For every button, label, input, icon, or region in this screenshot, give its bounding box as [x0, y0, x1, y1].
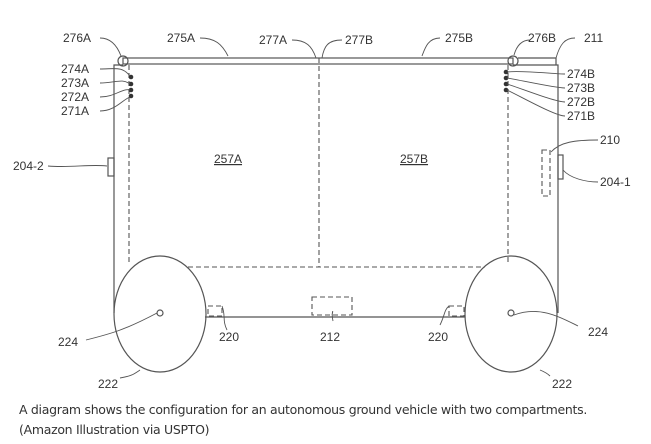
hinge-left: [117, 55, 129, 67]
label-274A: 274A: [61, 62, 89, 76]
label-212: 212: [320, 330, 340, 344]
label-204-1: 204-1: [600, 175, 631, 189]
motor-220-left: [207, 305, 223, 317]
label-257B: 257B: [400, 152, 428, 166]
label-204-2: 204-2: [13, 159, 44, 173]
label-271B: 271B: [567, 109, 595, 123]
label-220-left: 220: [219, 330, 239, 344]
handle-204-1: [557, 154, 564, 180]
handle-204-2: [107, 157, 115, 177]
figure-caption: A diagram shows the configuration for an…: [19, 402, 588, 437]
wheel-left: [113, 255, 207, 373]
axle-right: [507, 309, 515, 317]
component-210: [541, 149, 551, 197]
label-210: 210: [600, 133, 620, 147]
label-222-right: 222: [552, 377, 572, 391]
label-272B: 272B: [567, 95, 595, 109]
label-224-left: 224: [58, 335, 78, 349]
leader-lines: [47, 37, 599, 379]
label-275A: 275A: [167, 31, 195, 45]
label-276A: 276A: [63, 31, 91, 45]
motor-220-right: [448, 305, 465, 317]
axle-left: [156, 309, 164, 317]
component-212: [311, 296, 353, 316]
lid-top-bar: [122, 57, 514, 65]
label-272A: 272A: [61, 90, 89, 104]
label-273A: 273A: [61, 76, 89, 90]
sensors-left: [128, 74, 134, 99]
label-224-right: 224: [588, 325, 608, 339]
label-257A: 257A: [214, 152, 242, 166]
body-outline: [113, 64, 559, 313]
label-273B: 273B: [567, 81, 595, 95]
sensors-right: [503, 69, 509, 93]
hinge-right: [507, 55, 519, 67]
wheel-right: [464, 255, 558, 373]
label-277A: 277A: [259, 33, 287, 47]
label-271A: 271A: [61, 104, 89, 118]
label-275B: 275B: [445, 31, 473, 45]
label-222-left: 222: [98, 377, 118, 391]
lid-step-211: [518, 57, 557, 65]
label-277B: 277B: [345, 33, 373, 47]
label-274B: 274B: [567, 67, 595, 81]
label-220-right: 220: [428, 330, 448, 344]
label-211: 211: [584, 31, 603, 45]
label-276B: 276B: [528, 31, 556, 45]
